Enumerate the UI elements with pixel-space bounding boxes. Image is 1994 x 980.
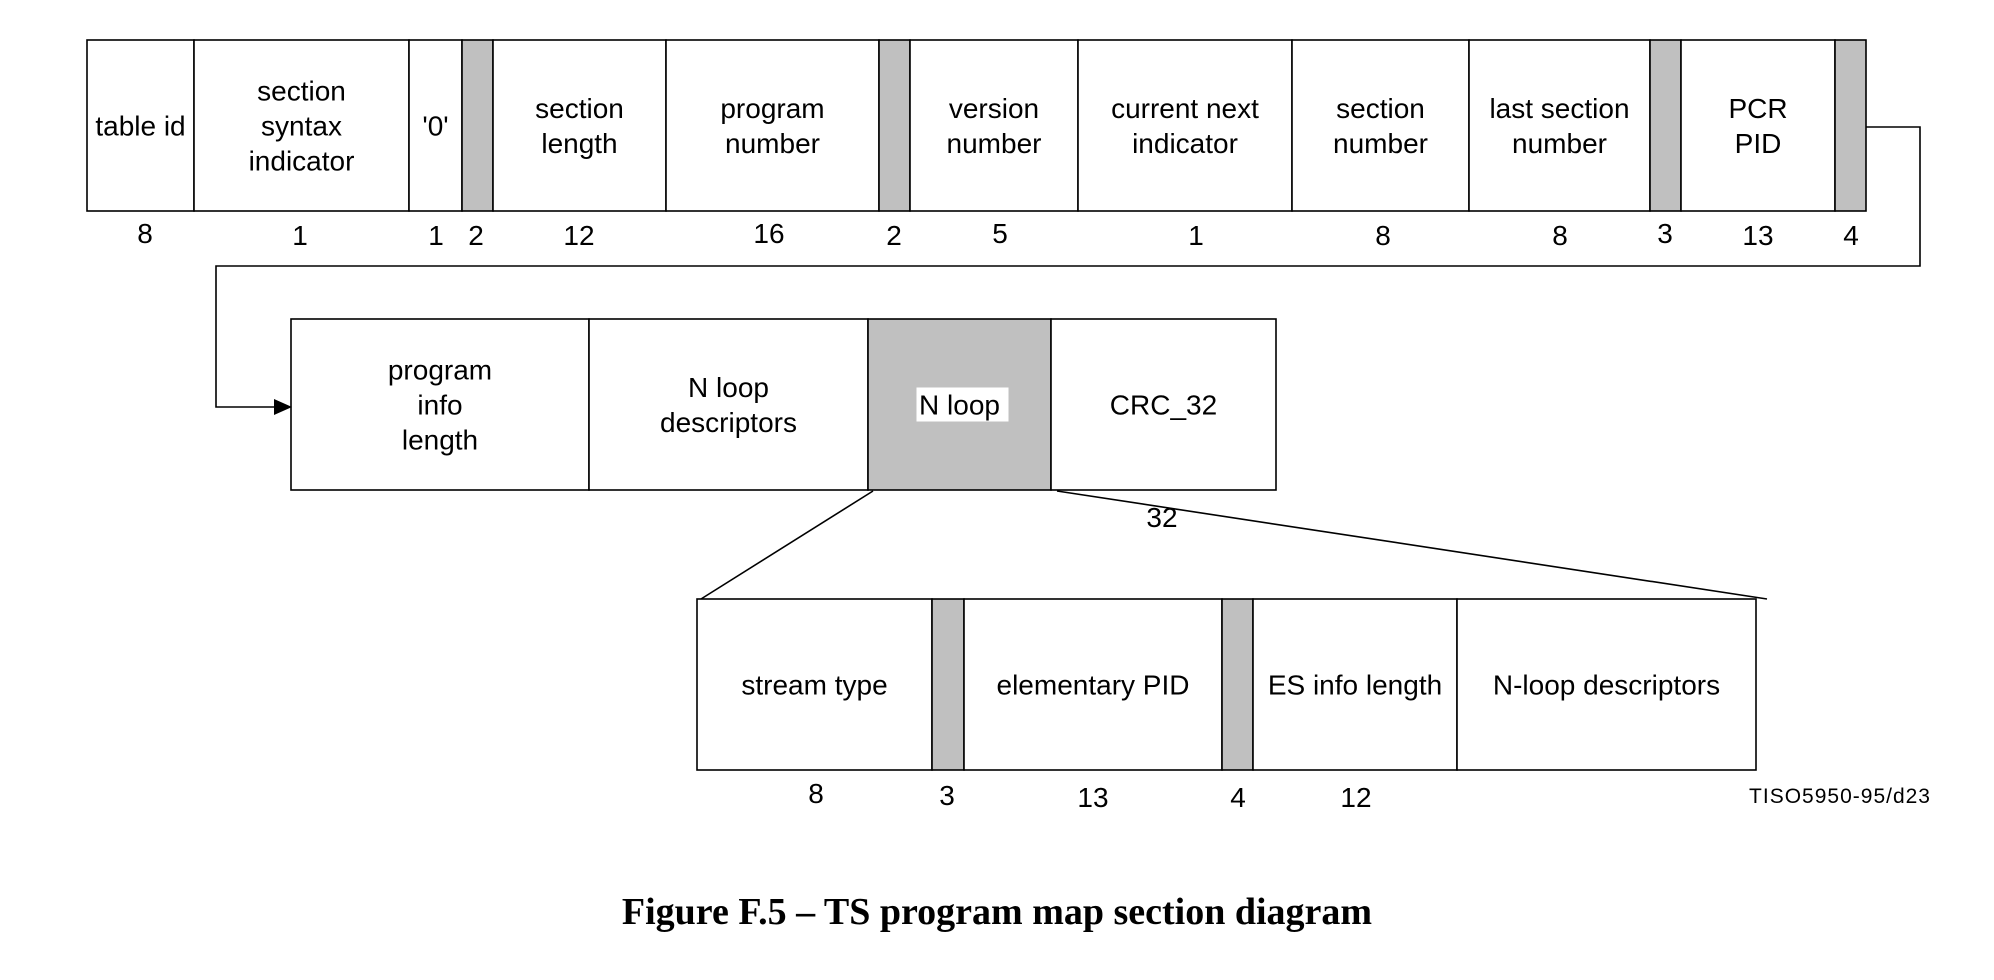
row1-bits-reserved-4: 2 [468, 220, 484, 251]
expansion-line-left [700, 490, 874, 600]
row3-field-reserved-2 [931, 598, 965, 771]
row3-bits-elementary-pid: 13 [1077, 782, 1108, 813]
figure-caption: Figure F.5 – TS program map section diag… [621, 891, 1373, 933]
row3-bits-reserved-2: 3 [939, 780, 955, 811]
row2-label-crc-32: CRC_32 [1110, 390, 1217, 421]
row1-bits-current-next-indicator: 1 [1188, 220, 1204, 251]
row1-field-section-number [1291, 39, 1470, 212]
row1-field-version-number [909, 39, 1079, 212]
row1-field-section-syntax-indicator [193, 39, 410, 212]
row1-bits-version-number: 5 [992, 218, 1008, 249]
row3-label-n-loop-descriptors: N-loop descriptors [1493, 670, 1720, 701]
row3-field-es-info-length [1252, 598, 1458, 771]
row3-bits-es-info-length: 12 [1340, 782, 1371, 813]
row3-bits-stream-type: 8 [808, 778, 824, 809]
row3-fields: stream type 8 3 elementary PID 13 4 ES info le… [696, 598, 1757, 813]
row2-field-n-loop-descriptors [588, 318, 869, 491]
row2-field-program-info-length [290, 318, 590, 491]
row2-label-n-loop: N loop [919, 390, 1000, 421]
row1-bits-reserved-14: 4 [1843, 220, 1859, 251]
row3-bits-reserved-4: 4 [1230, 782, 1246, 813]
row3-field-n-loop-descriptors [1456, 598, 1757, 771]
row1-field-0 [408, 39, 463, 212]
row3-label-elementary-pid: elementary PID [997, 670, 1190, 701]
row1-field-reserved-14 [1834, 39, 1867, 212]
row1-bits-reserved-12: 3 [1657, 218, 1673, 249]
figure-tag: TISO5950-95/d23 [1749, 785, 1931, 808]
n-loop-label-highlight [916, 387, 1009, 422]
row1-field-table-id [86, 39, 195, 212]
row1-field-pcr-pid [1680, 39, 1836, 212]
row2-field-crc-32 [1050, 318, 1277, 491]
row3-label-es-info-length: ES info length [1268, 670, 1442, 701]
row3-field-stream-type [696, 598, 933, 771]
row1-bits-section-syntax-indicator: 1 [292, 220, 308, 251]
row1-bits-table-id: 8 [137, 218, 153, 249]
row1-field-reserved-7 [878, 39, 911, 212]
row1-bits-reserved-7: 2 [886, 220, 902, 251]
row3-field-reserved-4 [1221, 598, 1254, 771]
row1-label-0: '0' [422, 111, 448, 142]
row1-bits-last-section-number: 8 [1552, 220, 1568, 251]
row1-label-table-id: table id [95, 111, 185, 142]
continuation-arrowhead [274, 399, 292, 415]
row1-bits-program-number: 16 [753, 218, 784, 249]
row1-field-section-length [492, 39, 667, 212]
row1-field-current-next-indicator [1077, 39, 1293, 212]
row1-bits-section-number: 8 [1375, 220, 1391, 251]
row1-bits-0: 1 [428, 220, 444, 251]
row3-field-elementary-pid [963, 598, 1223, 771]
row3-label-stream-type: stream type [741, 670, 887, 701]
row1-field-program-number [665, 39, 880, 212]
row1-bits-pcr-pid: 13 [1742, 220, 1773, 251]
row1-bits-section-length: 12 [563, 220, 594, 251]
row1-field-last-section-number [1468, 39, 1651, 212]
continuation-connector [215, 126, 1921, 408]
expansion-line-right [1056, 490, 1768, 600]
row1-field-reserved-4 [461, 39, 494, 212]
row1-field-reserved-12 [1649, 39, 1682, 212]
